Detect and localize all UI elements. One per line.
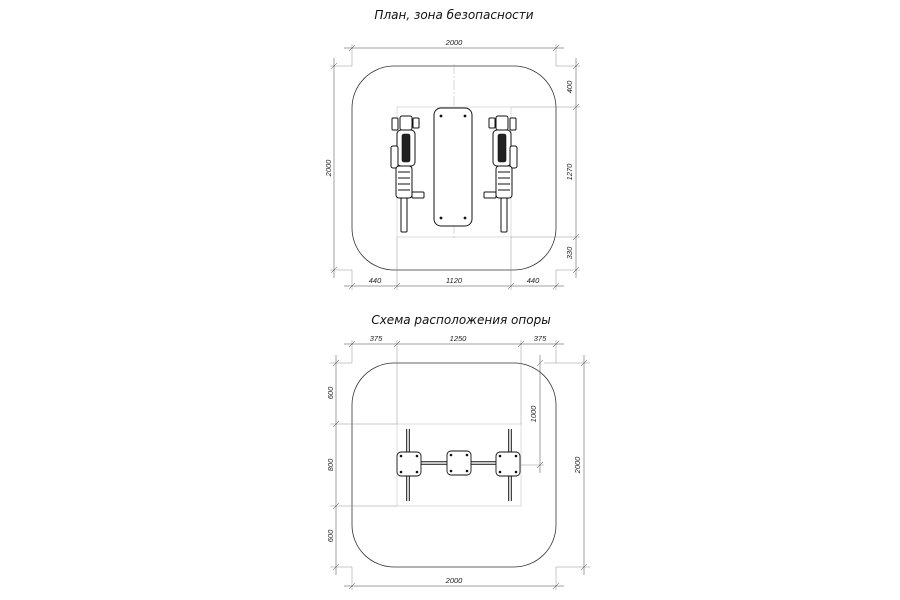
support-dim-left: 600 800 600 <box>326 355 397 575</box>
plan-dim-right-mid-label: 1270 <box>565 163 574 181</box>
plan-dim-right: 400 1270 330 <box>511 58 580 278</box>
plan-dim-left: 2000 <box>324 58 352 278</box>
support-dim-left-bottom-label: 600 <box>326 529 335 542</box>
support-dim-top-mid-label: 1250 <box>450 334 468 343</box>
plan-dim-left-label: 2000 <box>324 159 333 178</box>
support-view: Схема расположения опоры <box>326 313 590 590</box>
bench-seat <box>433 107 473 227</box>
support-dim-left-mid-label: 800 <box>326 458 335 471</box>
plan-view: План, зона безопасности <box>324 8 580 290</box>
right-exercise-station <box>483 115 518 233</box>
plan-dim-bottom-left-label: 440 <box>369 276 382 285</box>
base-plate-left <box>396 451 422 477</box>
plan-dim-bottom-mid-label: 1120 <box>446 276 463 285</box>
plan-dim-top-label: 2000 <box>445 38 464 47</box>
support-dim-left-top-label: 600 <box>326 386 335 399</box>
plan-dim-bottom: 440 1120 440 <box>344 237 564 290</box>
plan-title: План, зона безопасности <box>374 8 533 22</box>
plan-dim-right-top-label: 400 <box>565 80 574 93</box>
plan-dim-right-bottom-label: 330 <box>565 246 574 259</box>
support-dim-top: 375 1250 375 <box>344 334 564 424</box>
support-dim-right-outer-label: 2000 <box>573 456 582 475</box>
support-dim-top-right-label: 375 <box>534 334 547 343</box>
plan-dim-bottom-right-label: 440 <box>527 276 540 285</box>
support-dim-right-outer: 2000 <box>556 355 590 575</box>
support-safety-zone <box>351 362 557 568</box>
support-dim-top-left-label: 375 <box>370 334 383 343</box>
plan-dim-top: 2000 <box>344 38 564 66</box>
support-dim-bottom: 2000 <box>344 567 564 590</box>
support-dim-bottom-label: 2000 <box>445 576 464 585</box>
support-title: Схема расположения опоры <box>371 313 550 327</box>
support-dim-right-inner-label: 1000 <box>529 405 538 423</box>
left-exercise-station <box>390 115 425 233</box>
center-bench <box>433 107 473 227</box>
support-dim-right-inner: 1000 <box>521 355 556 473</box>
base-plate-right <box>495 451 521 477</box>
base-plate-center <box>446 450 472 476</box>
